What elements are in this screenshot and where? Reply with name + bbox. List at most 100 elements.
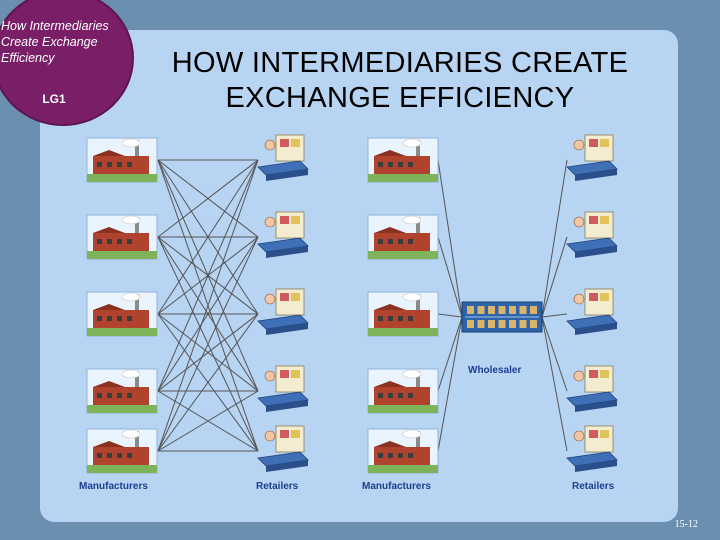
manufacturer-wholesaler-line [437,313,463,318]
store-goods [589,370,598,378]
warehouse-box [519,320,527,328]
factory-icon [86,291,158,337]
store-goods [291,216,300,224]
factory-window [127,162,132,167]
factory-icon [367,291,439,337]
clerk-head [573,370,585,382]
warehouse-box [530,306,537,314]
factory-window [97,393,102,398]
factory-window [398,162,403,167]
direct-connection-line [157,313,259,452]
factory-window [117,316,122,321]
factory-grass [368,251,438,259]
factory-smokestack [135,431,139,453]
store-goods [600,293,609,301]
store-counter-front [266,169,308,181]
factory-smokestack [416,140,420,162]
direct-connection-line [157,159,259,238]
store-goods [280,216,289,224]
slide-title: HOW INTERMEDIARIES CREATE EXCHANGE EFFIC… [171,47,629,114]
factory-window [408,316,413,321]
store-shelf [275,365,305,393]
warehouse-box [498,320,506,328]
factory-roof [93,304,125,310]
factory-icon [367,137,439,183]
store-goods [589,293,598,301]
factory-smoke [402,429,422,439]
clerk-head [264,139,276,151]
factory-grass [87,251,157,259]
factory-window [97,316,102,321]
direct-connection-line [157,236,259,452]
factory-smoke [121,215,141,225]
factory-smokestack [135,294,139,316]
clerk-head [264,293,276,305]
right-manufacturers-label: Manufacturers [362,481,431,492]
factory-grass [87,174,157,182]
factory-icon [367,214,439,260]
warehouse-box [519,306,527,314]
badge-text: How Intermediaries Create Exchange Effic… [1,19,109,65]
factory-window [117,239,122,244]
factory-smokestack [135,217,139,239]
factory-roof [374,381,406,387]
store-counter-front [266,400,308,412]
factory-window [408,393,413,398]
factory-window [378,393,383,398]
factory-icon [86,137,158,183]
factory-grass [87,405,157,413]
warehouse-box [488,320,495,328]
factory-window [127,316,132,321]
store-shelf [584,425,614,453]
factory-window [117,162,122,167]
factory-icon [367,368,439,414]
factory-smoke [121,292,141,302]
factory-grass [87,465,157,473]
factory-window [117,393,122,398]
factory-window [97,162,102,167]
factory-window [408,162,413,167]
factory-window [378,316,383,321]
factory-grass [368,174,438,182]
factory-window [388,162,393,167]
manufacturer-wholesaler-line [437,316,463,392]
clerk-head [264,430,276,442]
factory-roof [93,150,125,156]
factory-window [107,453,112,458]
factory-window [97,453,102,458]
retailer-icon [566,365,618,412]
store-goods [600,216,609,224]
wholesaler-retailer-line [541,316,568,452]
left-manufacturers-label: Manufacturers [79,481,148,492]
store-goods [589,430,598,438]
store-shelf [584,365,614,393]
store-counter-front [266,323,308,335]
retailer-icon [257,134,309,181]
warehouse-box [467,320,474,328]
store-counter-front [266,460,308,472]
clerk-head [264,370,276,382]
factory-window [107,393,112,398]
store-goods [600,430,609,438]
wholesaler-retailer-line [541,316,568,392]
store-shelf [584,134,614,162]
warehouse-box [467,306,474,314]
factory-smokestack [416,294,420,316]
factory-window [388,316,393,321]
warehouse-box [530,320,537,328]
store-goods [600,139,609,147]
connection-lines [157,159,568,452]
store-goods [291,370,300,378]
factory-window [117,453,122,458]
factory-smoke [402,369,422,379]
store-shelf [275,425,305,453]
factory-window [378,239,383,244]
retailer-icon [566,288,618,335]
factory-window [107,239,112,244]
warehouse-box [509,306,516,314]
clerk-head [573,293,585,305]
factory-window [408,453,413,458]
right-retailers-label: Retailers [572,481,615,492]
factory-window [97,239,102,244]
